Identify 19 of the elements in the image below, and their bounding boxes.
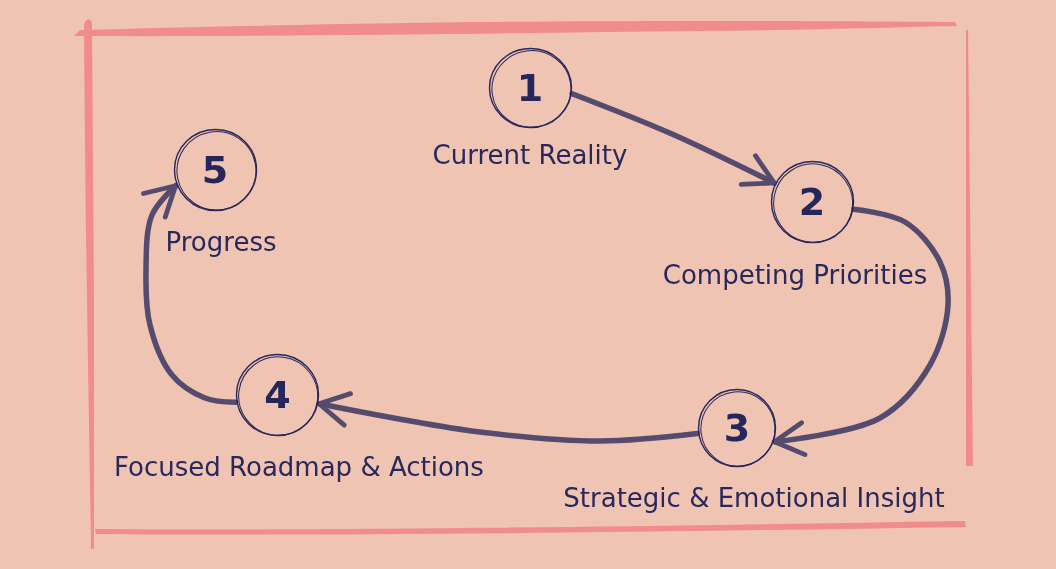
arrow xyxy=(569,90,777,187)
step-number: 5 xyxy=(201,151,229,189)
step-number: 2 xyxy=(798,183,826,221)
step-circle xyxy=(487,47,573,129)
step-number: 1 xyxy=(516,69,544,107)
step-number: 3 xyxy=(723,409,751,447)
arrow xyxy=(771,206,951,457)
step-circle xyxy=(172,128,258,212)
step-number: 4 xyxy=(264,376,291,414)
step-label: Competing Priorities xyxy=(662,260,928,292)
step-label: Current Reality xyxy=(432,140,628,172)
arrow xyxy=(316,391,701,444)
step-circle xyxy=(769,160,855,244)
step-circle xyxy=(697,388,777,468)
arrow xyxy=(141,183,239,406)
step-label: Progress xyxy=(165,227,277,259)
step-label: Strategic & Emotional Insight xyxy=(563,483,945,515)
step-circle xyxy=(235,353,320,437)
step-label: Focused Roadmap & Actions xyxy=(114,452,484,484)
